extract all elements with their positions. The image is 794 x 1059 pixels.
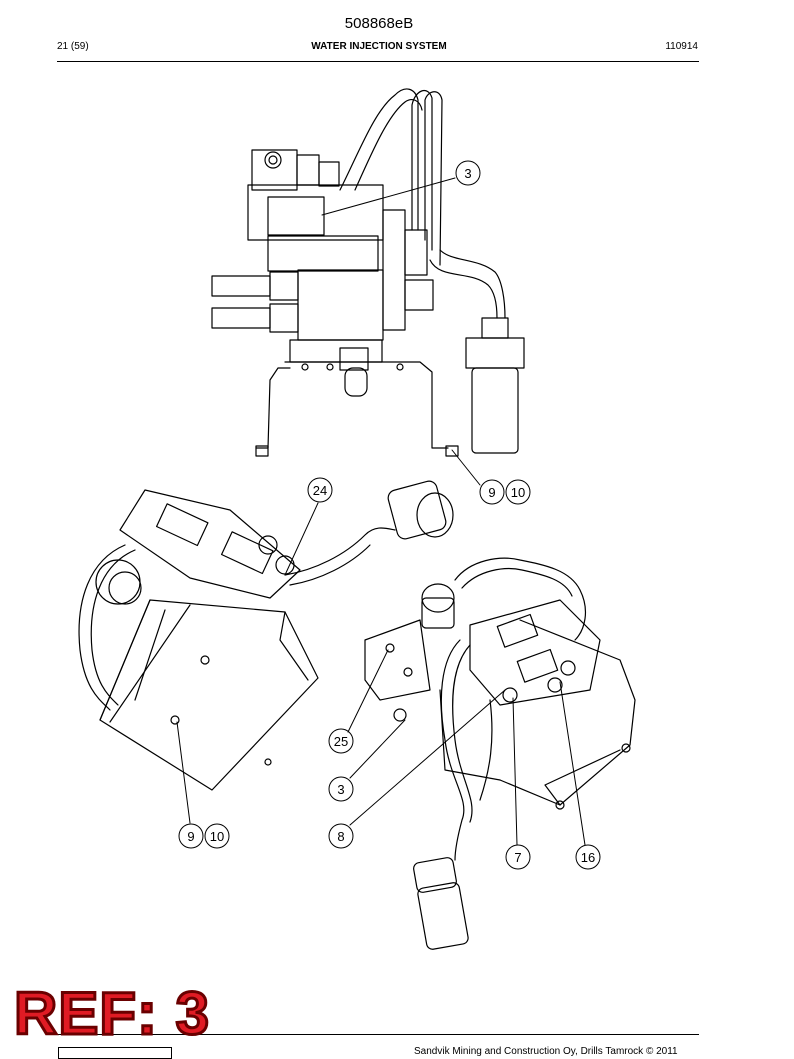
callout-bubble [455, 160, 481, 186]
callout-bubble [178, 823, 204, 849]
lower-right-assembly [347, 557, 636, 950]
page-number: 21 (59) [57, 41, 89, 52]
copyright-text: Sandvik Mining and Construction Oy, Dril… [414, 1046, 678, 1057]
section-title: WATER INJECTION SYSTEM [311, 41, 447, 52]
company-logo [58, 1047, 172, 1059]
callout-label: 9 [187, 829, 194, 844]
date-code: 110914 [665, 41, 698, 52]
callout-bubble [505, 844, 531, 870]
callout-bubble [575, 844, 601, 870]
footer-rule [57, 1034, 699, 1035]
callout-label: 8 [337, 829, 344, 844]
callout-label: 7 [514, 850, 521, 865]
callout-label: 9 [488, 485, 495, 500]
ref-stamp: REF: 3 [12, 980, 211, 1047]
callout-bubble [204, 823, 230, 849]
callout-label: 25 [334, 734, 348, 749]
callout-label: 10 [210, 829, 224, 844]
callout-label: 16 [581, 850, 595, 865]
callout-bubble [479, 479, 505, 505]
header-rule [57, 61, 699, 62]
top-assembly [211, 88, 525, 486]
document-id: 508868eB [344, 15, 414, 32]
callout-bubble [328, 776, 354, 802]
lower-left-assembly [78, 480, 454, 824]
callout-bubble [328, 728, 354, 754]
callout-bubble [328, 823, 354, 849]
callout-label: 10 [511, 485, 525, 500]
callout-label: 24 [313, 483, 327, 498]
callout-bubble [505, 479, 531, 505]
callout-bubble [307, 477, 333, 503]
callout-label: 3 [337, 782, 344, 797]
callout-label: 3 [464, 166, 471, 181]
